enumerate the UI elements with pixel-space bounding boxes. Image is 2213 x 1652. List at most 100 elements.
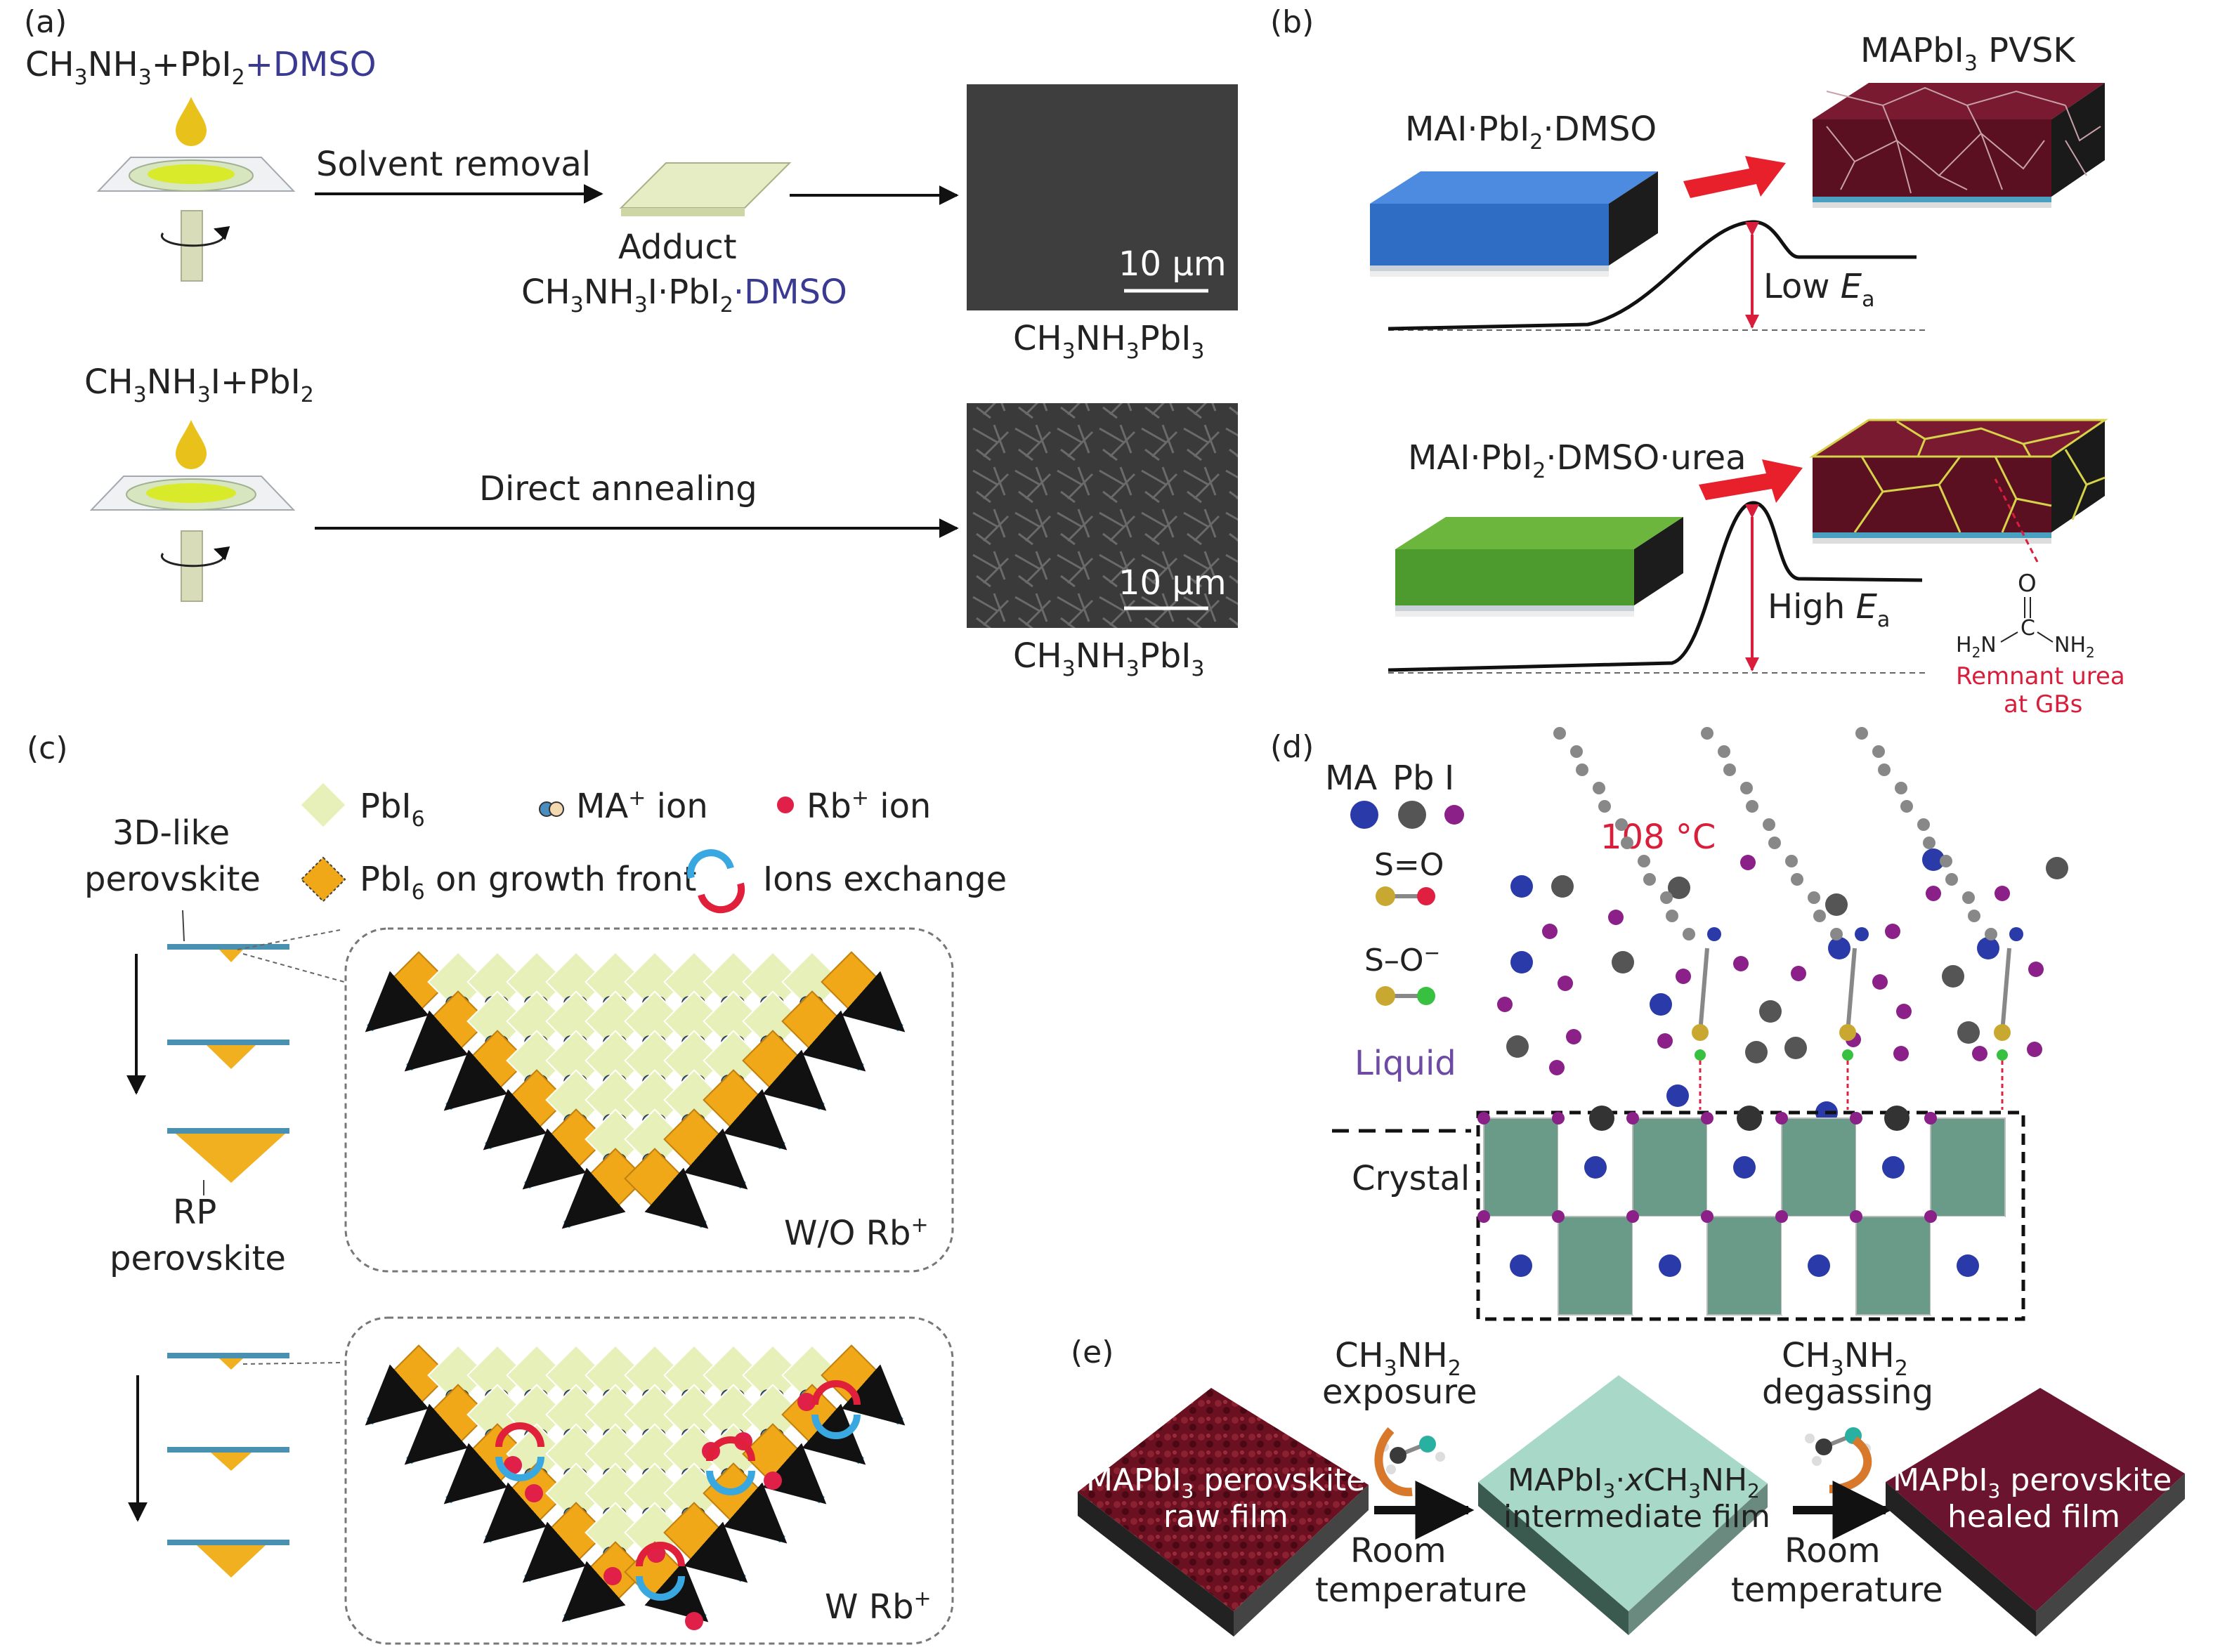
s-atom <box>1839 1024 1856 1041</box>
growth-arrow <box>762 1049 827 1111</box>
growth-arrow <box>404 1403 469 1465</box>
bottom-intermediate-label: MAI·PbI2·DMSO·urea <box>1408 438 1747 483</box>
pbi6-octahedron <box>545 1462 607 1524</box>
i-atom <box>1542 924 1558 939</box>
spin-coater-bottom <box>89 420 296 602</box>
pbi6-octahedron <box>742 1344 804 1406</box>
panel-label-a: (a) <box>24 4 67 40</box>
ch3nh2-molecule-2 <box>1805 1427 1872 1493</box>
legend-so-minus-label: S–O− <box>1364 941 1440 978</box>
exposure-word: exposure <box>1322 1372 1477 1412</box>
pb-atom <box>1942 965 1964 988</box>
i-atom <box>1972 1046 1987 1061</box>
pbi6-cell <box>1558 1216 1633 1316</box>
growth-arrow <box>644 1167 709 1229</box>
scale-label-top: 10 μm <box>1118 244 1227 284</box>
pbi6-octahedron <box>506 1423 568 1485</box>
growth-arrow <box>443 1443 508 1504</box>
legend-ma-swatch <box>539 801 564 817</box>
i-atom <box>1626 1210 1639 1223</box>
dmso-film-block <box>1370 171 1658 277</box>
exchange-arrow <box>706 1436 755 1462</box>
pbi6-octahedron <box>545 990 607 1052</box>
raw-film-block <box>1078 1388 1369 1637</box>
i-atom <box>1850 1210 1862 1223</box>
pbi6-octahedron <box>703 1344 764 1406</box>
i-atom <box>1896 1004 1912 1019</box>
legend-ma-label: MA <box>1325 759 1377 798</box>
left-top-label-1: 3D-like <box>112 813 230 853</box>
exchange-arrow <box>706 1470 755 1495</box>
panel-label-d: (d) <box>1270 729 1314 765</box>
pbi6-octahedron <box>506 990 568 1052</box>
pbi6-cell <box>1706 1216 1782 1316</box>
adduct-film <box>619 162 792 209</box>
inter-film-line2: intermediate film <box>1503 1499 1770 1535</box>
chain-atom <box>1940 855 1952 867</box>
ma-atom <box>1510 875 1533 898</box>
chain-atom <box>1878 763 1891 776</box>
pb-atom <box>1784 1037 1807 1059</box>
pb-atom <box>1589 1106 1614 1131</box>
rb-ion <box>603 1567 622 1585</box>
ma-atom <box>1977 937 1999 959</box>
low-ea-label: Low Ea <box>1763 267 1875 312</box>
growth-arrow <box>365 1364 429 1426</box>
chain-atom <box>1666 910 1678 922</box>
i-atom <box>1775 1112 1788 1125</box>
legend-pb-ball <box>1398 801 1426 829</box>
adduct-formula: CH3NH3I·PbI2·DMSO <box>521 273 847 317</box>
w-rb-label: W Rb+ <box>825 1587 932 1627</box>
pbi6-cell <box>1930 1117 2006 1217</box>
direct-annealing-label: Direct annealing <box>479 469 757 509</box>
legend-growth-swatch <box>300 856 346 903</box>
exchange-arrow <box>495 1422 544 1448</box>
i-atom <box>1775 1210 1788 1223</box>
pb-atom <box>1668 877 1690 899</box>
top-product-label: MAPbI3 PVSK <box>1860 31 2076 76</box>
growth-arrow <box>762 1443 827 1504</box>
legend-pb-label: Pb <box>1392 759 1434 798</box>
zoom-box-w-rb <box>344 1316 954 1645</box>
panel-label-c: (c) <box>27 730 68 766</box>
chain-atom <box>1808 891 1820 904</box>
pbi6-octahedron <box>545 1069 607 1131</box>
chain-atom <box>1593 782 1605 794</box>
chain-atom <box>1968 910 1980 922</box>
pbi6-octahedron <box>624 1108 686 1170</box>
pbi6-octahedron <box>545 1384 607 1446</box>
pbi6-octahedron <box>506 1384 568 1446</box>
exchange-arrow <box>636 1542 685 1567</box>
legend-ma: MA+ ion <box>576 786 708 826</box>
pbi6-octahedron <box>663 990 725 1052</box>
pbi6-octahedron <box>663 1423 725 1485</box>
i-atom <box>1701 1210 1713 1223</box>
ma-atom <box>1510 1254 1532 1277</box>
pbi6-octahedron <box>466 1344 528 1406</box>
inter-film-line1: MAPbI3·xCH3NH2 <box>1508 1462 1760 1502</box>
i-atom <box>1552 1112 1565 1125</box>
healed-film-block <box>1886 1388 2185 1637</box>
remnant-urea-line1: Remnant urea <box>1956 662 2125 690</box>
growth-arrow <box>723 1089 788 1150</box>
s-atom <box>1994 1024 2011 1041</box>
chain-atom <box>1570 745 1583 758</box>
crystal-box <box>1476 1110 2025 1321</box>
exchange-arrow <box>636 1575 685 1601</box>
pbi6-octahedron <box>427 951 489 1013</box>
i-atom <box>1850 1112 1862 1125</box>
pbi6-octahedron <box>585 1423 646 1485</box>
i-atom <box>1558 976 1573 991</box>
chain-atom <box>1900 800 1913 813</box>
pbi6-octahedron <box>585 1344 646 1406</box>
chain-atom <box>1985 928 1997 940</box>
pbi6-cell <box>1781 1117 1857 1217</box>
chain-atom <box>1746 800 1758 813</box>
pb-atom <box>1957 1021 1980 1044</box>
top-precursor-formula: CH3NH3+PbI2+DMSO <box>25 45 377 90</box>
i-atom <box>1626 1112 1639 1125</box>
i-atom <box>1608 910 1624 925</box>
pbi6-octahedron <box>624 951 686 1013</box>
conversion-arrow-bottom <box>1699 459 1803 503</box>
